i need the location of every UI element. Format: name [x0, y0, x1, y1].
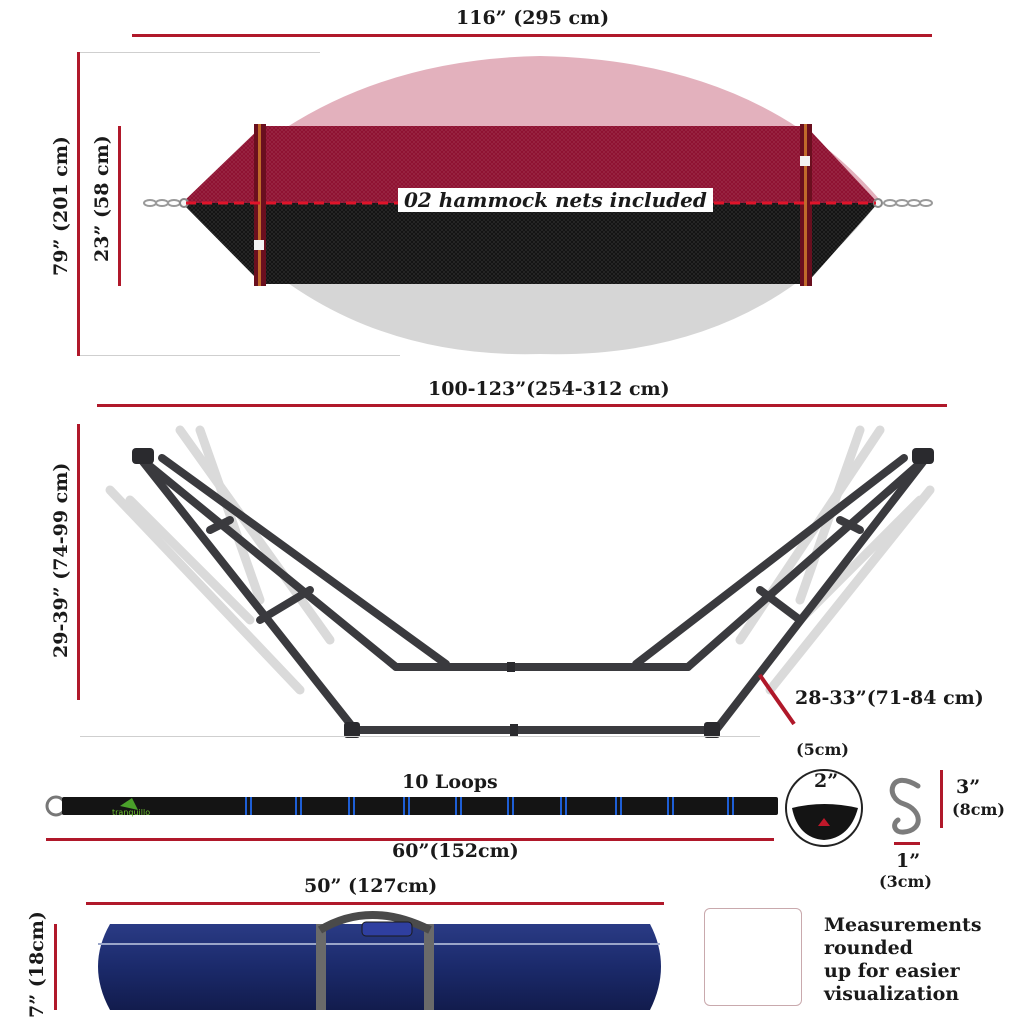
strap-detail-zoom: [785, 769, 863, 847]
strap-length-line: [46, 838, 774, 841]
note-line: Measurements: [824, 914, 982, 936]
hook-height-metric-label: (8cm): [952, 800, 1005, 819]
bag-height-line: [54, 924, 57, 1010]
measurement-note: Measurements rounded up for easier visua…: [824, 914, 1014, 1006]
carry-bag-illustration: [98, 911, 661, 1010]
hook-height-line: [940, 770, 943, 828]
hammock-width-label: 79” (201 cm): [50, 136, 72, 276]
hammock-length-label: 116” (295 cm): [456, 7, 610, 29]
stand-length-line: [97, 404, 947, 407]
hook-width-label: 1”: [896, 850, 921, 872]
stand-length-label: 100-123”(254-312 cm): [428, 378, 670, 400]
bag-height-label: 7” (18cm): [26, 911, 48, 1018]
hammock-length-line: [132, 34, 932, 37]
strap-loops-label: 10 Loops: [402, 771, 498, 793]
note-line: rounded: [824, 937, 913, 959]
hammock-ref-bottom: [80, 355, 400, 356]
stand-joints: [132, 448, 934, 738]
tree-strap-illustration: tranquillo: [45, 795, 778, 817]
stand-illustration: [136, 454, 930, 734]
hook-width-line: [894, 842, 920, 845]
spreader-width-label: 23” (58 cm): [91, 135, 113, 262]
strap-brand-logo: tranquillo: [112, 808, 150, 817]
note-line: visualization: [824, 983, 960, 1005]
hammock-chain-left: [143, 198, 189, 208]
stand-height-line: [77, 424, 80, 700]
s-hook-illustration: [889, 777, 921, 835]
strap-width-label: 2”: [814, 770, 839, 792]
note-line: up for easier: [824, 960, 960, 982]
stand-ref-base: [80, 736, 760, 737]
nets-included-caption: 02 hammock nets included: [398, 188, 713, 212]
bag-length-line: [86, 902, 664, 905]
hammock-ref-top: [80, 52, 320, 53]
weight-capacity-badge: 600 lbs: [704, 908, 802, 1006]
hammock-width-line: [77, 52, 80, 356]
hammock-illustration: [143, 124, 933, 286]
strap-loops: [245, 797, 734, 815]
capacity-unit: lbs: [746, 974, 760, 985]
bag-length-label: 50” (127cm): [304, 875, 438, 897]
hammock-chain-right: [873, 198, 933, 208]
strap-width-metric-label: (5cm): [796, 740, 849, 759]
hook-height-label: 3”: [956, 776, 981, 798]
stand-height-label: 29-39” (74-99 cm): [50, 462, 72, 658]
spreader-width-line: [118, 126, 121, 286]
strap-length-label: 60”(152cm): [392, 840, 519, 862]
leg-width-label: 28-33”(71-84 cm): [795, 687, 984, 709]
hook-width-metric-label: (3cm): [879, 872, 932, 891]
capacity-value: 600: [737, 954, 769, 974]
